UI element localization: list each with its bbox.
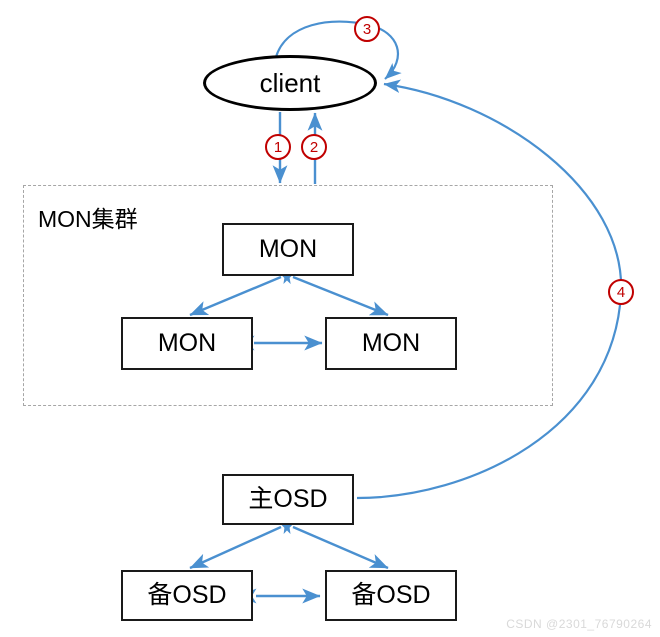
- node-osd-replica-right[interactable]: 备OSD: [325, 570, 457, 621]
- node-mon-top-label: MON: [258, 235, 318, 263]
- step-badge-2: 2: [301, 134, 327, 160]
- node-mon-right[interactable]: MON: [325, 317, 457, 370]
- node-client[interactable]: client: [203, 55, 377, 111]
- node-osd-replica-right-label: 备OSD: [351, 581, 431, 609]
- step-badge-1: 1: [265, 134, 291, 160]
- step-badge-3: 3: [354, 16, 380, 42]
- node-mon-left[interactable]: MON: [121, 317, 253, 370]
- connector-osd-primary-replica-right: [276, 519, 389, 570]
- node-osd-replica-left[interactable]: 备OSD: [121, 570, 253, 621]
- node-mon-top[interactable]: MON: [222, 223, 354, 276]
- watermark: CSDN @2301_76790264: [506, 617, 652, 631]
- step-badge-4: 4: [608, 279, 634, 305]
- connector-osd-primary-replica-left: [189, 519, 298, 570]
- node-osd-primary-label: 主OSD: [248, 485, 328, 513]
- node-client-label: client: [259, 68, 321, 98]
- node-mon-left-label: MON: [157, 329, 217, 357]
- node-osd-replica-left-label: 备OSD: [147, 581, 227, 609]
- node-mon-right-label: MON: [361, 329, 421, 357]
- mon-cluster-title: MON集群: [38, 206, 138, 232]
- node-osd-primary[interactable]: 主OSD: [222, 474, 354, 525]
